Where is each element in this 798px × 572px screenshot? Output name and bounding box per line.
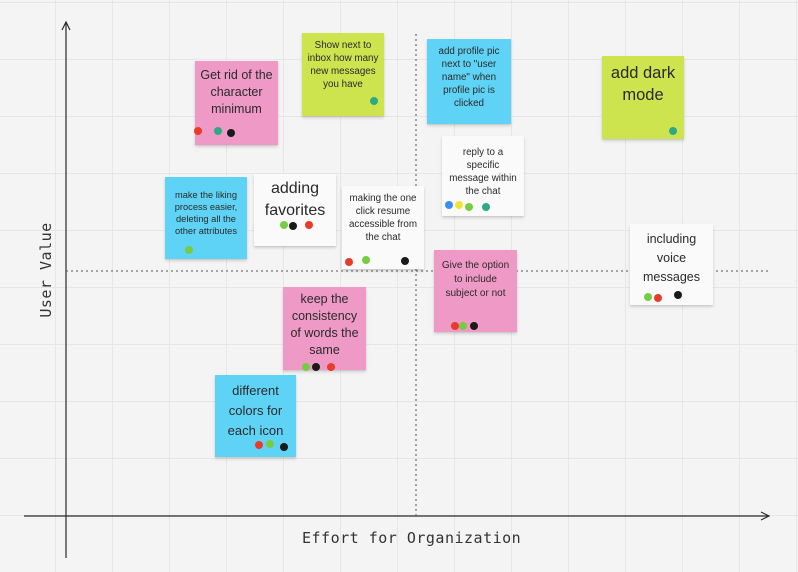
vote-dot-teal bbox=[482, 203, 490, 211]
sticky-note-consistency-of-words[interactable]: keep the consistency of words the same bbox=[283, 287, 366, 370]
sticky-note-text: including voice messages bbox=[643, 232, 700, 284]
vote-dot-teal bbox=[214, 127, 222, 135]
vote-dot-red bbox=[194, 127, 202, 135]
sticky-note-make-liking-easier[interactable]: make the liking process easier, deleting… bbox=[165, 177, 247, 259]
vote-dot-black bbox=[674, 291, 682, 299]
x-axis-label: Effort for Organization bbox=[302, 529, 522, 547]
vote-dot-black bbox=[401, 257, 409, 265]
sticky-note-text: different colors for each icon bbox=[227, 383, 284, 438]
sticky-note-one-click-resume[interactable]: making the one click resume accessible f… bbox=[342, 186, 424, 269]
x-axis-arrowhead bbox=[760, 511, 771, 521]
vote-dot-black bbox=[470, 322, 478, 330]
vote-dot-red bbox=[654, 294, 662, 302]
sticky-note-voice-messages[interactable]: including voice messages bbox=[630, 224, 713, 305]
sticky-note-adding-favorites[interactable]: adding favorites bbox=[254, 174, 336, 246]
vote-dot-green bbox=[266, 440, 274, 448]
sticky-note-add-dark-mode[interactable]: add dark mode bbox=[602, 56, 684, 139]
sticky-note-text: making the one click resume accessible f… bbox=[348, 193, 418, 243]
sticky-note-text: Show next to inbox how many new messages… bbox=[307, 40, 379, 90]
sticky-note-text: make the liking process easier, deleting… bbox=[174, 190, 238, 236]
vote-dot-green bbox=[644, 293, 652, 301]
sticky-note-text: reply to a specific message within the c… bbox=[449, 147, 517, 197]
vote-dot-red bbox=[451, 322, 459, 330]
sticky-note-include-subject[interactable]: Give the option to include subject or no… bbox=[434, 250, 517, 332]
vote-dot-green bbox=[362, 256, 370, 264]
vote-dot-yellow bbox=[455, 201, 463, 209]
vote-dot-red bbox=[345, 258, 353, 266]
y-axis-arrowhead bbox=[61, 20, 71, 31]
vote-dot-black bbox=[289, 222, 297, 230]
vote-dot-green bbox=[185, 246, 193, 254]
sticky-note-text: add dark mode bbox=[610, 64, 676, 104]
vote-dot-red bbox=[327, 363, 335, 371]
sticky-note-text: adding favorites bbox=[264, 180, 326, 219]
vote-dot-green bbox=[459, 322, 467, 330]
sticky-note-add-profile-pic[interactable]: add profile pic next to "user name" when… bbox=[427, 39, 511, 124]
sticky-note-text: add profile pic next to "user name" when… bbox=[438, 46, 500, 109]
vote-dot-black bbox=[312, 363, 320, 371]
sticky-note-text: Get rid of the character minimum bbox=[200, 68, 273, 116]
sticky-note-reply-to-specific-message[interactable]: reply to a specific message within the c… bbox=[442, 136, 524, 216]
vote-dot-green bbox=[302, 363, 310, 371]
sticky-note-get-rid-of-character-minimum[interactable]: Get rid of the character minimum bbox=[195, 61, 278, 145]
vote-dot-black bbox=[227, 129, 235, 137]
vote-dot-teal bbox=[370, 97, 378, 105]
vote-dot-blue bbox=[445, 201, 453, 209]
vote-dot-red bbox=[255, 441, 263, 449]
vote-dot-teal bbox=[669, 127, 677, 135]
vote-dot-black bbox=[280, 443, 288, 451]
sticky-note-text: Give the option to include subject or no… bbox=[441, 260, 510, 299]
sticky-note-text: keep the consistency of words the same bbox=[290, 292, 359, 357]
vote-dot-green bbox=[280, 221, 288, 229]
y-axis-label: User Value bbox=[37, 222, 55, 318]
vote-dot-red bbox=[305, 221, 313, 229]
vote-dot-green bbox=[465, 203, 473, 211]
